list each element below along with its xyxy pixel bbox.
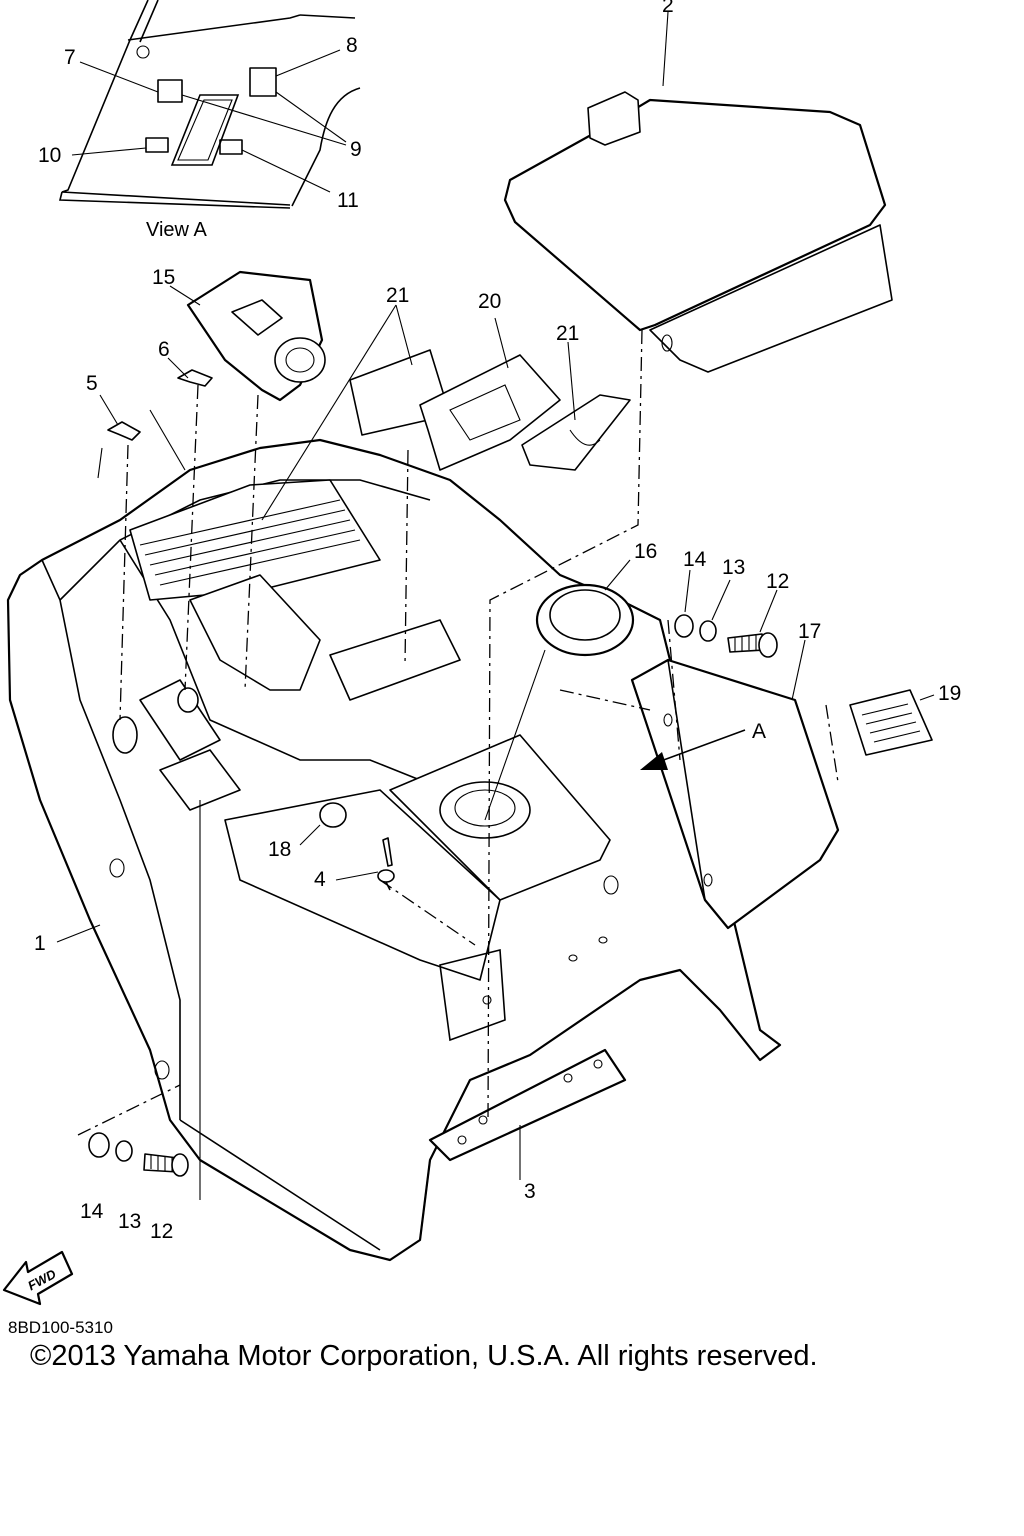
item-13-washer-left xyxy=(115,1140,133,1162)
arrow-a-label: A xyxy=(752,720,766,743)
callout-21-left: 21 xyxy=(386,284,409,307)
callout-8: 8 xyxy=(346,34,358,57)
view-a-arrow xyxy=(640,729,746,770)
callout-19: 19 xyxy=(938,682,961,705)
fasteners-left xyxy=(88,1132,189,1177)
callout-6: 6 xyxy=(158,338,170,361)
callout-9: 9 xyxy=(350,138,362,161)
callout-14-left: 14 xyxy=(80,1200,104,1223)
callout-13-right: 13 xyxy=(722,556,745,579)
callout-labels: 2 7 8 9 10 11 View A 15 21 20 21 6 5 16 … xyxy=(25,0,961,1293)
callout-2: 2 xyxy=(662,0,674,17)
copyright-notice: ©2013 Yamaha Motor Corporation, U.S.A. A… xyxy=(30,1340,818,1372)
item-11-pad xyxy=(219,139,243,155)
callout-11: 11 xyxy=(337,189,359,212)
item-2-cover xyxy=(503,91,893,373)
callout-16: 16 xyxy=(634,540,657,563)
item-5-6-clips xyxy=(107,369,213,441)
callout-21-right: 21 xyxy=(556,322,579,345)
item-7-pad xyxy=(157,79,183,103)
view-a-label: View A xyxy=(146,219,207,241)
callout-10: 10 xyxy=(38,144,61,167)
item-1-main-body xyxy=(6,438,782,1262)
callout-15: 15 xyxy=(152,266,175,289)
callout-7: 7 xyxy=(64,46,76,69)
item-14-washer-left xyxy=(88,1132,110,1158)
item-3-bracket xyxy=(428,1048,627,1162)
item-20-bracket xyxy=(349,349,631,471)
callout-1: 1 xyxy=(34,932,46,955)
callout-14-right: 14 xyxy=(683,548,707,571)
view-a-inset xyxy=(58,0,361,209)
item-19-label xyxy=(849,689,933,756)
callout-12-left: 12 xyxy=(150,1220,173,1243)
item-13-washer-right xyxy=(699,620,717,642)
fasteners-right xyxy=(674,614,778,658)
item-21-pad-right xyxy=(521,394,631,471)
item-10-pad xyxy=(145,137,169,153)
callout-12-right: 12 xyxy=(766,570,789,593)
assembly-lines xyxy=(77,329,839,1136)
callout-17: 17 xyxy=(798,620,821,643)
diagram-code: 8BD100-5310 xyxy=(8,1318,113,1337)
callout-20: 20 xyxy=(478,290,501,313)
callout-5: 5 xyxy=(86,372,98,395)
item-8-pad xyxy=(249,67,277,97)
callout-18: 18 xyxy=(268,838,291,861)
item-16-grommet xyxy=(535,583,635,657)
callout-4: 4 xyxy=(314,868,326,891)
item-18-plug xyxy=(319,802,347,828)
item-15-housing xyxy=(186,270,326,402)
item-14-washer-right xyxy=(674,614,694,638)
fwd-arrow-icon xyxy=(2,1250,74,1306)
callout-3: 3 xyxy=(524,1180,536,1203)
item-17-side-panel xyxy=(630,658,840,930)
callout-13-left: 13 xyxy=(118,1210,141,1233)
leader-lines xyxy=(56,11,935,1200)
